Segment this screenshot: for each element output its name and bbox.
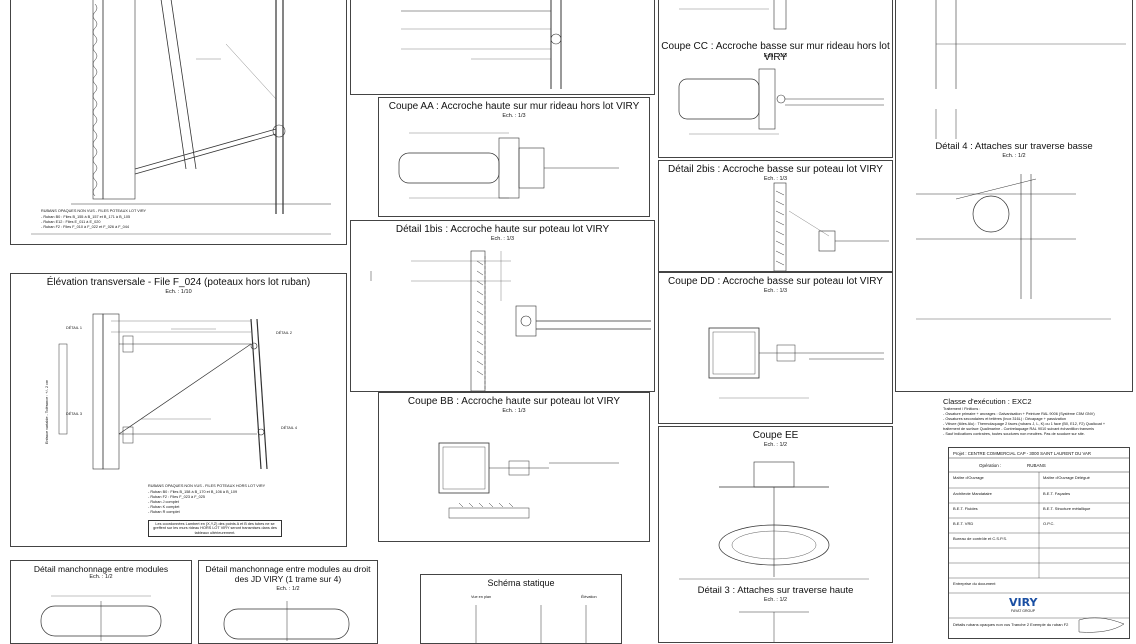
tb-row-9: Entreprise du document [953,581,996,586]
coord-note: Les coordonnées Lambert en (X,Y,Z) des p… [148,520,282,538]
tb-row-8: Bureau de contrôle et C.S.P.S. [953,536,1008,541]
manchonnage1-drawing [40,595,162,641]
coupe-dd-drawing [708,327,884,399]
coupe-cc-scale: Ech. : 1/3 [763,53,788,59]
coupe-ee-scale: Ech. : 1/2 [763,442,788,448]
detail-4-scale: Ech. : 1/2 [1002,153,1026,159]
detail4-label: DÉTAIL 4 [281,426,298,430]
coupe-aa-title: Coupe AA : Accroche haute sur mur rideau… [388,101,640,112]
panel-top-left-detail: RUBANS OPAQUES NON VUS - FILES POTEAUX L… [10,0,347,245]
manchonnage2-drawing [223,601,350,641]
detail2-label: DÉTAIL 2 [276,331,293,335]
hors-lot-line-4: - Ruban K complet [148,505,180,509]
panel-manchonnage-2: Détail manchonnage entre modules au droi… [198,560,378,644]
tb-row-6: B.E.T. VRD [953,521,974,526]
tb-row-2: Architecte Mandataire [953,491,992,496]
detail1-label: DÉTAIL 1 [66,326,83,330]
detail-2bis-scale: Ech. : 1/3 [763,176,788,182]
elevation-title: Élévation transversale - File F_024 (pot… [46,277,311,288]
detail-4-title: Détail 4 : Attaches sur traverse basse [935,141,1093,152]
elevation-drawing [58,313,268,470]
coupe-dd-title: Coupe DD : Accroche basse sur poteau lot… [668,276,883,287]
hors-lot-line-1: - Ruban B0 : Files B_158 à B_170 et B_10… [148,490,238,494]
schema-statique-drawing [475,605,587,643]
manchonnage2-scale: Ech. : 1/2 [276,586,300,592]
panel-coupe-cc: Coupe CC : Accroche basse sur mur rideau… [658,0,893,158]
panel-manchonnage-1: Détail manchonnage entre modules Ech. : … [10,560,192,644]
company-logo: VIRY [1009,596,1038,609]
title-block: Projet : CENTRE COMMERCIAL CAP - 3000 SA… [948,447,1130,639]
top-left-drawing [31,0,331,235]
schema-elevation-label: Élévation [581,595,597,599]
panel-coupe-dd: Coupe DD : Accroche basse sur poteau lot… [658,272,893,424]
panel-coupe-bb: Coupe BB : Accroche haute sur poteau lot… [378,392,650,542]
detail-1bis-scale: Ech. : 1/3 [490,236,515,242]
rubans-hors-lot-title: RUBANS OPAQUES NON VUS - FILES POTEAUX H… [148,484,266,488]
panel-elevation-transversale: Élévation transversale - File F_024 (pot… [10,273,347,547]
tb-row-0: Maître d'Ouvrage [953,475,984,480]
document-title: Détails rubans opaques non vus Tranche 2… [953,622,1069,627]
project-name: Projet : CENTRE COMMERCIAL CAP - 3000 SA… [953,451,1092,456]
manchonnage1-scale: Ech. : 1/2 [89,574,113,580]
detail-3-title: Détail 3 : Attaches sur traverse haute [697,585,854,596]
panel-detail-4: Détail 4 : Attaches sur traverse basse E… [895,0,1133,392]
coupe-cc-title: Coupe CC : Accroche basse sur mur rideau… [661,41,890,63]
classe-line-6: - Sauf indications contraires, toutes so… [943,432,1085,436]
panel-detail-1bis: Détail 1bis : Accroche haute sur poteau … [350,220,655,392]
rubans-line-2: - Ruban E12 : Files E_011 à E_020 [41,220,101,224]
detail-2bis-title: Détail 2bis : Accroche basse sur poteau … [668,164,883,175]
rubans-title-top: RUBANS OPAQUES NON VUS - FILES POTEAUX L… [41,209,147,213]
coupe-bb-drawing [438,442,619,519]
manchonnage1-title: Détail manchonnage entre modules [33,564,169,574]
hors-lot-line-2: - Ruban F2 : Files F_023 à F_025 [148,495,205,499]
schema-statique-title: Schéma statique [487,578,555,588]
panel-center-top [350,0,655,95]
panel-schema-statique: Schéma statique Vue en plan Élévation [420,574,622,644]
elevation-scale: Ech. : 1/10 [165,289,192,295]
operation-value: RUBANS [1027,463,1046,468]
elevation-vertical-text: Entraxe variable - Tolérance : +/- 2 cm [45,379,49,444]
coupe-dd-scale: Ech. : 1/3 [763,288,788,294]
center-top-drawing [401,0,562,89]
coupe-aa-drawing [398,132,619,199]
classe-line-4: - Vitrure (tôles Alu) : Thermolaquage 2 … [943,422,1106,426]
classe-title: Classe d'exécution : EXC2 [943,397,1032,406]
classe-line-3: - Ossatures secondaires et tetières (Ino… [943,417,1066,421]
vue-en-plan-label: Vue en plan [471,595,492,599]
panel-coupe-aa: Coupe AA : Accroche haute sur mur rideau… [378,97,650,217]
detail-1bis-title: Détail 1bis : Accroche haute sur poteau … [395,224,610,235]
tb-row-1: Maître d'Ouvrage Délégué [1043,475,1090,480]
coupe-ee-title: Coupe EE [752,430,799,441]
manchonnage2-title: Détail manchonnage entre modules au droi… [205,564,371,584]
coupe-bb-scale: Ech. : 1/3 [502,408,526,414]
hors-lot-line-3: - Ruban J complet [148,500,179,504]
classe-line-1: Traitement / Finitions : [943,407,981,411]
coupe-aa-scale: Ech. : 1/3 [502,113,526,119]
tb-row-5: B.E.T. Structure métallique [1043,506,1091,511]
coupe-bb-title: Coupe BB : Accroche haute sur poteau lot… [407,396,621,407]
coupe-cc-top-drawing [678,0,884,135]
classe-line-2: - Ossature primaire + ancrages : Galvani… [943,412,1095,416]
coupe-ee-drawing [679,461,869,642]
rubans-line-1: - Ruban B0 : Files B_155 à B_157 et B_17… [41,215,131,219]
panel-coupe-ee: Coupe EE Ech. : 1/2 Détail 3 : Attaches … [658,426,893,643]
rubans-line-3: - Ruban F2 : Files F_010 à F_022 et F_02… [41,225,130,229]
detail3-label: DÉTAIL 3 [66,412,83,416]
detail-3-scale: Ech. : 1/2 [763,597,788,603]
detail-2bis-drawing [773,182,889,271]
detail-4-drawing [916,0,1126,320]
hors-lot-line-5: - Ruban R complet [148,510,180,514]
classe-line-5: traitement de surface Qualimarine - Cont… [943,427,1094,431]
operation-label: Opération : [979,463,1002,468]
detail-1bis-drawing [370,250,651,391]
panel-detail-2bis: Détail 2bis : Accroche basse sur poteau … [658,160,893,272]
company-sub: FAYAT GROUP [1011,609,1036,613]
tb-row-7: O.P.C. [1043,521,1055,526]
panel-classe-execution: Classe d'exécution : EXC2 Traitement / F… [935,397,1135,442]
tb-row-4: B.E.T. Fluides [953,506,978,511]
title-block-grid [949,457,1129,633]
tb-row-3: B.E.T. Façades [1043,491,1071,496]
